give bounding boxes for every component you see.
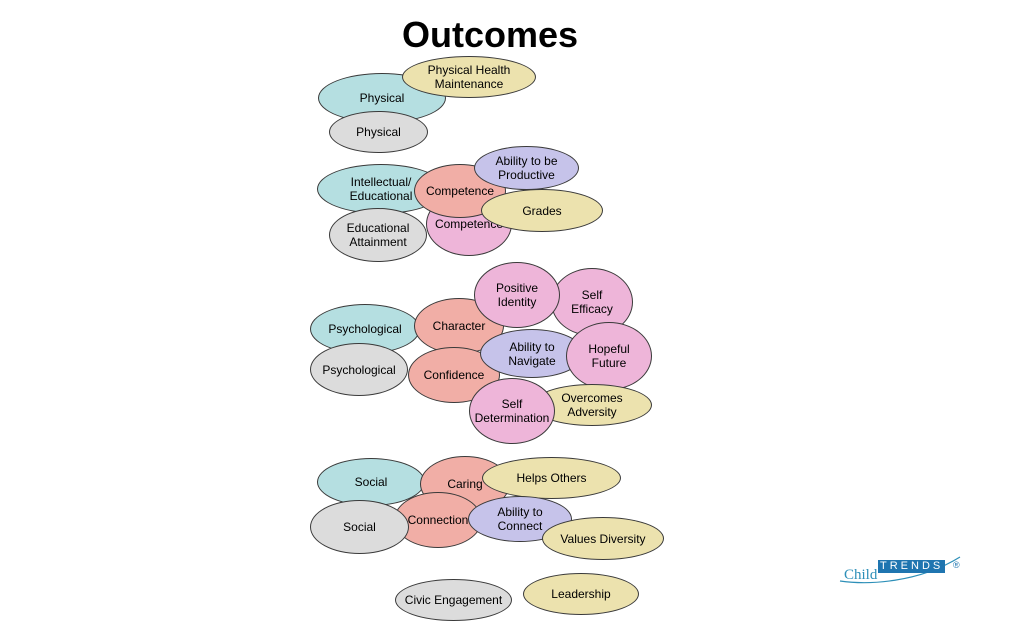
bubble-psychological-outcome: Psychological (310, 343, 408, 396)
bubble-social-outcome: Social (310, 500, 409, 554)
logo-swoosh-icon (839, 556, 961, 584)
logo-registered-mark: ® (953, 560, 960, 570)
bubble-social-domain: Social (317, 458, 425, 506)
bubble-physical-health-maintenance: Physical Health Maintenance (402, 56, 536, 98)
bubble-self-determination: Self Determination (469, 378, 555, 444)
child-trends-logo: Child TRENDS ® (838, 555, 966, 587)
bubble-positive-identity: Positive Identity (474, 262, 560, 328)
bubble-physical-outcome: Physical (329, 111, 428, 153)
bubble-helps-others: Helps Others (482, 457, 621, 499)
bubble-values-diversity: Values Diversity (542, 517, 664, 560)
bubble-connection: Connection (394, 492, 482, 548)
page-title: Outcomes (401, 14, 579, 55)
bubble-psychological-domain: Psychological (310, 304, 420, 354)
bubble-civic-engagement: Civic Engagement (395, 579, 512, 621)
logo-child-text: Child (844, 567, 878, 583)
bubble-ability-connect: Ability to Connect (468, 496, 572, 542)
bubble-hopeful-future: Hopeful Future (566, 322, 652, 390)
bubble-grades: Grades (481, 189, 603, 232)
logo-trends-text: TRENDS (878, 560, 946, 573)
bubble-leadership: Leadership (523, 573, 639, 615)
bubble-educational-attainment: Educational Attainment (329, 208, 427, 262)
bubble-ability-productive: Ability to be Productive (474, 146, 579, 190)
